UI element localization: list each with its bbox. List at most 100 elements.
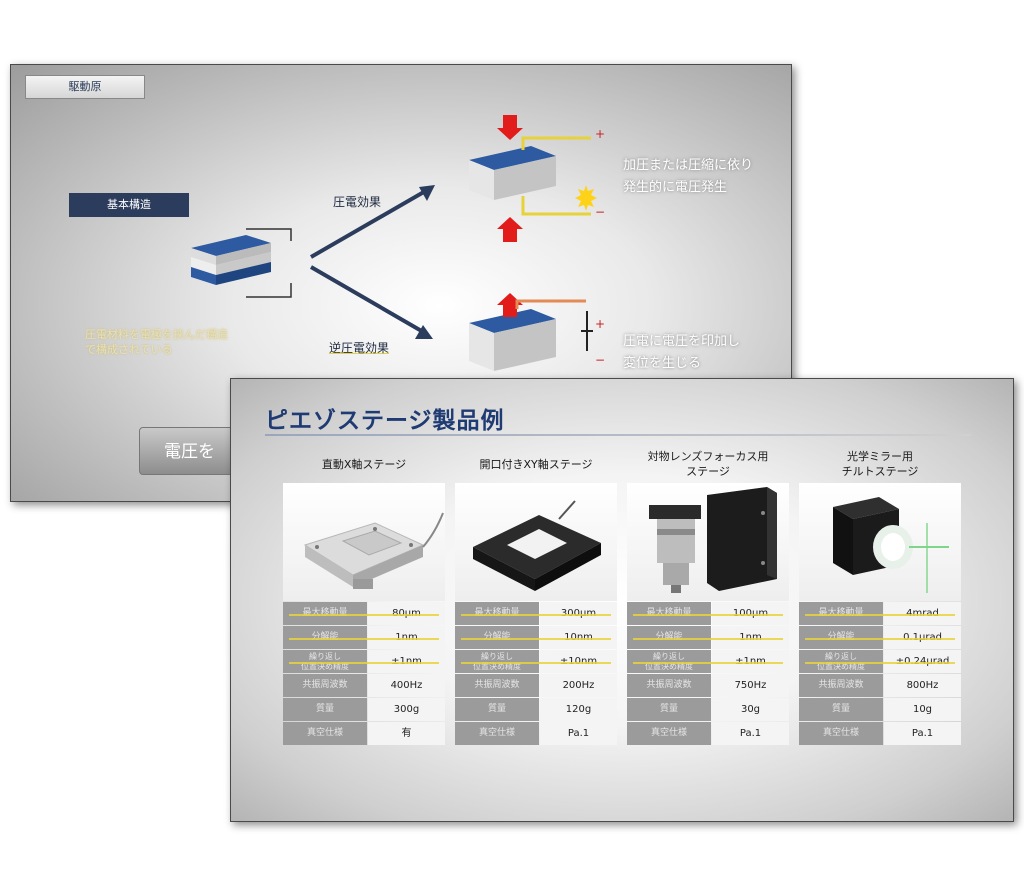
- spec-label: 共振周波数: [799, 674, 883, 697]
- product-name: 光学ミラー用チルトステージ: [799, 445, 961, 483]
- product-image-objective-focus-stage: [627, 483, 789, 601]
- spec-value: 100μm: [712, 602, 789, 625]
- inverse-piezo-desc: 圧電に電圧を印加し 変位を生じる: [623, 331, 740, 375]
- spec-label-line: 位置決め精度: [817, 661, 865, 671]
- title-divider: [265, 434, 971, 436]
- piezo-effect-desc: 加圧または圧縮に依り 発生的に電圧発生: [623, 155, 753, 199]
- spec-value: 800Hz: [884, 674, 961, 697]
- spec-label: 繰り返し位置決め精度: [627, 650, 711, 673]
- spec-label-line: 位置決め精度: [645, 661, 693, 671]
- spec-row: 最大移動量100μm: [627, 602, 789, 625]
- voltage-stack-diagram: [469, 293, 593, 371]
- spec-value: 300g: [368, 698, 445, 721]
- spec-label: 繰り返し位置決め精度: [455, 650, 539, 673]
- spec-value: 200Hz: [540, 674, 617, 697]
- highlight-line: [289, 662, 439, 664]
- spec-value: 80μm: [368, 602, 445, 625]
- highlight-line: [633, 662, 783, 664]
- objective-focus-stage-icon: [649, 487, 777, 593]
- product-name-line: 対物レンズフォーカス用: [647, 450, 769, 463]
- product-name: 開口付きXY軸ステージ: [455, 445, 617, 483]
- product-name: 直動X軸ステージ: [283, 445, 445, 483]
- spec-label: 分解能: [799, 626, 883, 649]
- spec-value: 120g: [540, 698, 617, 721]
- spec-label: 質量: [455, 698, 539, 721]
- spec-label: 最大移動量: [627, 602, 711, 625]
- spec-label: 共振周波数: [627, 674, 711, 697]
- highlight-line: [633, 614, 783, 616]
- spec-label-line: 繰り返し: [653, 651, 685, 661]
- spec-value: 1nm: [712, 626, 789, 649]
- spec-label: 最大移動量: [799, 602, 883, 625]
- spec-row: 分解能1nm: [627, 626, 789, 649]
- caption-line: で構成されている: [85, 343, 173, 356]
- spec-value: 10nm: [540, 626, 617, 649]
- minus-sign: −: [595, 205, 606, 219]
- product-image-x-axis-stage: [283, 483, 445, 601]
- spec-row: 最大移動量80μm: [283, 602, 445, 625]
- xy-aperture-stage-icon: [473, 500, 601, 591]
- product-name-line: ステージ: [686, 465, 730, 478]
- spec-value: 1nm: [368, 626, 445, 649]
- spec-label: 質量: [283, 698, 367, 721]
- highlight-line: [461, 662, 611, 664]
- spec-row: 分解能1nm: [283, 626, 445, 649]
- spec-row: 分解能10nm: [455, 626, 617, 649]
- spec-value: 300μm: [540, 602, 617, 625]
- spec-label: 分解能: [283, 626, 367, 649]
- spec-value: ±1nm: [368, 650, 445, 673]
- plus-sign: +: [595, 317, 606, 331]
- spec-label: 最大移動量: [455, 602, 539, 625]
- product-name: 対物レンズフォーカス用ステージ: [627, 445, 789, 483]
- section-tag: 駆動原: [25, 75, 145, 99]
- highlight-line: [805, 614, 955, 616]
- product-card: 開口付きXY軸ステージ 最大移動量300μm 分解能10nm 繰り返し位置決め精…: [455, 445, 617, 745]
- spec-value: ±10nm: [540, 650, 617, 673]
- spec-value: ±0.24μrad: [884, 650, 961, 673]
- spec-label: 真空仕様: [283, 722, 367, 745]
- page-title: ピエゾステージ製品例: [265, 408, 505, 434]
- spec-value: ±1nm: [712, 650, 789, 673]
- highlight-line: [461, 638, 611, 640]
- piezo-effect-label: 圧電効果: [333, 195, 382, 209]
- spec-label: 繰り返し位置決め精度: [799, 650, 883, 673]
- x-axis-stage-icon: [303, 512, 444, 589]
- spec-value: 4mrad: [884, 602, 961, 625]
- inverse-piezo-label: 逆圧電効果: [329, 341, 390, 355]
- spec-label: 共振周波数: [455, 674, 539, 697]
- piezo-stack-diagram: [191, 228, 292, 298]
- spec-label-line: 繰り返し: [825, 651, 857, 661]
- highlight-line: [289, 614, 439, 616]
- highlight-line: [289, 638, 439, 640]
- spec-value: Pa.1: [540, 722, 617, 745]
- spec-label-line: 繰り返し: [309, 651, 341, 661]
- pressed-stack-diagram: [469, 115, 597, 242]
- spec-label-line: 位置決め精度: [473, 661, 521, 671]
- product-name-lines: 光学ミラー用チルトステージ: [842, 449, 919, 479]
- highlight-line: [805, 638, 955, 640]
- spec-value: Pa.1: [712, 722, 789, 745]
- spec-label: 共振周波数: [283, 674, 367, 697]
- product-name-lines: 対物レンズフォーカス用ステージ: [648, 449, 769, 479]
- structure-caption: 圧電材料を電極を挟んだ構造 で構成されている: [85, 327, 228, 357]
- front-slide: ピエゾステージ製品例 直動X軸ステージ 最大移動量80μm 分解能1nm 繰り返…: [230, 378, 1014, 822]
- desc-line: 圧電に電圧を印加し: [623, 334, 741, 349]
- product-name-line: 光学ミラー用: [847, 450, 913, 463]
- desc-line: 発生的に電圧発生: [623, 180, 728, 195]
- highlight-line: [805, 662, 955, 664]
- product-image-tilt-stage: [799, 483, 961, 601]
- spec-row: 最大移動量300μm: [455, 602, 617, 625]
- spec-value: 0.1μrad: [884, 626, 961, 649]
- product-name-line: チルトステージ: [841, 465, 919, 478]
